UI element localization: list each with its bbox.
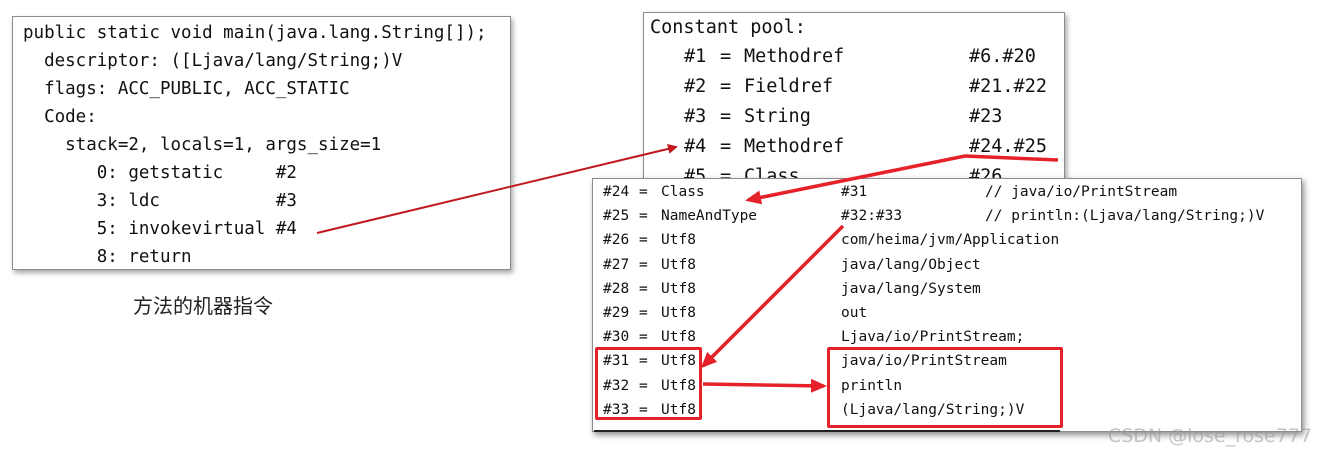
pool-detail-type: Utf8 — [661, 305, 696, 321]
pool-detail-eq: = — [639, 256, 648, 273]
pool-detail-type: Utf8 — [661, 280, 696, 297]
pool-detail-index: #24 — [603, 184, 630, 200]
highlight-box-indices — [595, 347, 702, 420]
pool-detail-value: out — [841, 305, 868, 321]
pool-detail-index: #30 — [603, 329, 630, 346]
pool-detail-value: (Ljava/lang/String;)V — [841, 401, 1025, 418]
bytecode-line: public static void main(java.lang.String… — [23, 23, 487, 43]
pool-detail-index: #25 — [603, 208, 630, 225]
pool-detail-type: NameAndType — [661, 208, 758, 225]
pool-detail-value: java/io/PrintStream — [841, 353, 1007, 370]
pool-detail-value: println — [841, 377, 903, 394]
pool-ref-4: #24.#25 — [969, 136, 1047, 157]
bytecode-line: 0: getstatic #2 — [23, 163, 297, 183]
divider — [594, 430, 1060, 432]
pool-ref: #6.#20 — [969, 46, 1036, 67]
caption: 方法的机器指令 — [133, 294, 273, 318]
pool-detail-comment: // println:(Ljava/lang/String;)V — [985, 208, 1265, 225]
pool-detail-eq: = — [639, 305, 648, 321]
pool-type: Methodref — [744, 136, 845, 157]
pool-index: #1 — [684, 46, 707, 67]
pool-eq: = — [720, 166, 732, 187]
pool-detail-index: #26 — [603, 232, 630, 249]
bytecode-line-invokevirtual: 5: invokevirtual #4 — [23, 219, 297, 239]
pool-detail-eq: = — [639, 401, 648, 418]
pool-index: #2 — [684, 76, 707, 97]
pool-detail-eq: = — [639, 208, 648, 225]
pool-type: Methodref — [744, 46, 845, 67]
pool-detail-eq: = — [639, 329, 648, 346]
pool-detail-comment: // java/io/PrintStream — [985, 184, 1178, 200]
highlight-box-values — [827, 347, 1063, 428]
pool-eq: = — [720, 76, 732, 97]
constant-pool-top-panel: Constant pool: #1 = Methodref #6.#20 #2 … — [643, 12, 1065, 190]
pool-detail-type: Utf8 — [661, 353, 696, 370]
bytecode-line: stack=2, locals=1, args_size=1 — [23, 135, 382, 155]
pool-detail-index: #31 — [603, 353, 630, 370]
pool-index: #3 — [684, 106, 707, 127]
bytecode-line: Code: — [23, 107, 97, 127]
bytecode-line: 8: return — [23, 247, 192, 267]
pool-detail-value: #31 — [841, 184, 868, 200]
pool-detail-index: #28 — [603, 280, 630, 297]
pool-detail-eq: = — [639, 280, 648, 297]
pool-detail-value: com/heima/jvm/Application — [841, 232, 1060, 249]
pool-detail-eq: = — [639, 184, 648, 200]
watermark: CSDN @lose_rose777 — [1107, 425, 1312, 447]
pool-detail-index: #27 — [603, 256, 630, 273]
pool-detail-index: #32 — [603, 377, 630, 394]
pool-detail-eq: = — [639, 232, 648, 249]
pool-detail-value: java/lang/System — [841, 280, 981, 297]
pool-eq: = — [720, 136, 732, 157]
pool-detail-type: Utf8 — [661, 401, 696, 418]
pool-ref: #21.#22 — [969, 76, 1047, 97]
pool-index-4: #4 — [684, 136, 707, 157]
constant-pool-title: Constant pool: — [650, 17, 806, 38]
pool-detail-index: #33 — [603, 401, 630, 418]
pool-detail-value: java/lang/Object — [841, 256, 981, 273]
pool-detail-value: #32:#33 — [841, 208, 903, 225]
bytecode-panel: public static void main(java.lang.String… — [12, 16, 511, 270]
pool-eq: = — [720, 46, 732, 67]
pool-detail-value: Ljava/io/PrintStream; — [841, 329, 1025, 346]
pool-detail-eq: = — [639, 353, 648, 370]
pool-detail-type: Utf8 — [661, 329, 696, 346]
pool-eq: = — [720, 106, 732, 127]
pool-detail-type: Class — [661, 184, 705, 200]
pool-detail-type: Utf8 — [661, 377, 696, 394]
bytecode-line: descriptor: ([Ljava/lang/String;)V — [23, 51, 403, 71]
pool-detail-type: Utf8 — [661, 232, 696, 249]
pool-ref: #23 — [969, 106, 1003, 127]
pool-detail-type: Utf8 — [661, 256, 696, 273]
pool-detail-eq: = — [639, 377, 648, 394]
bytecode-line: 3: ldc #3 — [23, 191, 297, 211]
bytecode-line: flags: ACC_PUBLIC, ACC_STATIC — [23, 79, 350, 99]
pool-type: String — [744, 106, 811, 127]
pool-type: Fieldref — [744, 76, 834, 97]
pool-detail-index: #29 — [603, 305, 630, 321]
